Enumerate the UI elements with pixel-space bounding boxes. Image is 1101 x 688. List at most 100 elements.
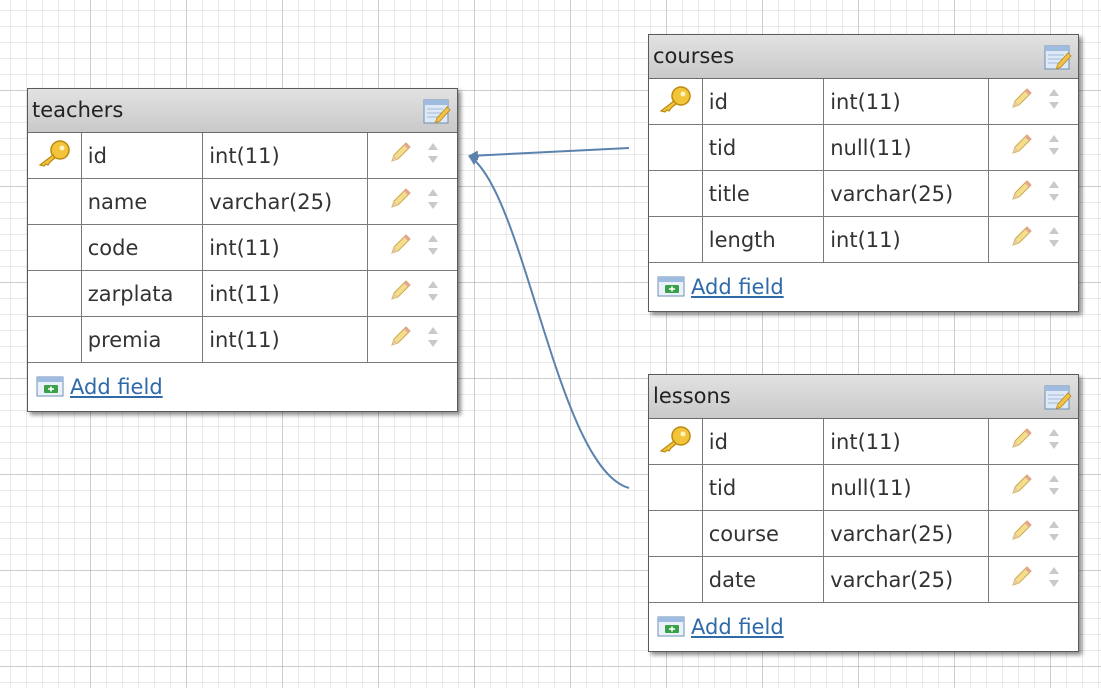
field-type: int(11)	[824, 79, 990, 124]
field-name: name	[82, 179, 204, 224]
sort-arrows-icon[interactable]	[427, 279, 439, 308]
field-type: int(11)	[824, 419, 990, 464]
relation-line	[468, 147, 630, 161]
sort-arrows-icon[interactable]	[1048, 565, 1060, 594]
pencil-icon[interactable]	[387, 278, 413, 309]
pencil-icon[interactable]	[1008, 426, 1034, 457]
table-header: lessons	[649, 375, 1078, 419]
field-name: date	[703, 557, 825, 602]
field-type: varchar(25)	[824, 511, 990, 556]
field-name: code	[82, 225, 204, 270]
field-actions	[989, 511, 1078, 556]
key-icon	[36, 138, 72, 173]
field-actions	[989, 465, 1078, 510]
key-cell	[649, 125, 703, 170]
field-type: varchar(25)	[824, 557, 990, 602]
key-icon	[657, 84, 693, 119]
pencil-icon[interactable]	[387, 186, 413, 217]
field-type: int(11)	[203, 133, 369, 178]
field-actions	[368, 179, 457, 224]
key-cell	[28, 225, 82, 270]
sort-arrows-icon[interactable]	[1048, 519, 1060, 548]
pencil-icon[interactable]	[1008, 224, 1034, 255]
pencil-icon[interactable]	[387, 140, 413, 171]
field-actions	[989, 419, 1078, 464]
field-actions	[989, 79, 1078, 124]
key-cell	[649, 465, 703, 510]
sort-arrows-icon[interactable]	[427, 233, 439, 262]
add-field-icon[interactable]	[657, 616, 687, 638]
edit-table-icon[interactable]	[1044, 384, 1072, 412]
field-name: tid	[703, 465, 825, 510]
key-cell	[28, 179, 82, 224]
field-type: varchar(25)	[824, 171, 990, 216]
sort-arrows-icon[interactable]	[427, 187, 439, 216]
field-name: title	[703, 171, 825, 216]
add-field-row: Add field	[28, 363, 457, 411]
field-actions	[989, 125, 1078, 170]
sort-arrows-icon[interactable]	[427, 325, 439, 354]
key-cell	[28, 133, 82, 178]
sort-arrows-icon[interactable]	[1048, 473, 1060, 502]
pencil-icon[interactable]	[1008, 564, 1034, 595]
edit-table-icon[interactable]	[1044, 44, 1072, 72]
field-type: varchar(25)	[203, 179, 369, 224]
key-cell	[28, 317, 82, 362]
table-title: teachers	[32, 98, 124, 122]
field-name: id	[82, 133, 204, 178]
field-name: id	[703, 419, 825, 464]
field-actions	[989, 217, 1078, 262]
add-field-link[interactable]: Add field	[691, 275, 784, 299]
sort-arrows-icon[interactable]	[1048, 225, 1060, 254]
add-field-icon[interactable]	[36, 376, 66, 398]
table-header: teachers	[28, 89, 457, 133]
field-actions	[989, 557, 1078, 602]
add-field-link[interactable]: Add field	[70, 375, 163, 399]
pencil-icon[interactable]	[1008, 132, 1034, 163]
pencil-icon[interactable]	[1008, 178, 1034, 209]
sort-arrows-icon[interactable]	[1048, 87, 1060, 116]
pencil-icon[interactable]	[387, 324, 413, 355]
field-actions	[368, 133, 457, 178]
add-field-link[interactable]: Add field	[691, 615, 784, 639]
field-type: int(11)	[203, 317, 369, 362]
pencil-icon[interactable]	[1008, 472, 1034, 503]
sort-arrows-icon[interactable]	[1048, 133, 1060, 162]
sort-arrows-icon[interactable]	[1048, 179, 1060, 208]
add-field-icon[interactable]	[657, 276, 687, 298]
sort-arrows-icon[interactable]	[427, 141, 439, 170]
pencil-icon[interactable]	[1008, 518, 1034, 549]
field-actions	[368, 225, 457, 270]
field-name: tid	[703, 125, 825, 170]
field-actions	[368, 271, 457, 316]
add-field-row: Add field	[649, 603, 1078, 651]
pencil-icon[interactable]	[387, 232, 413, 263]
field-actions	[368, 317, 457, 362]
field-name: premia	[82, 317, 204, 362]
edit-table-icon[interactable]	[423, 98, 451, 126]
field-name: course	[703, 511, 825, 556]
field-type: int(11)	[203, 271, 369, 316]
field-name: zarplata	[82, 271, 204, 316]
pencil-icon[interactable]	[1008, 86, 1034, 117]
relation-line	[468, 155, 630, 489]
sort-arrows-icon[interactable]	[1048, 427, 1060, 456]
key-cell	[649, 511, 703, 556]
